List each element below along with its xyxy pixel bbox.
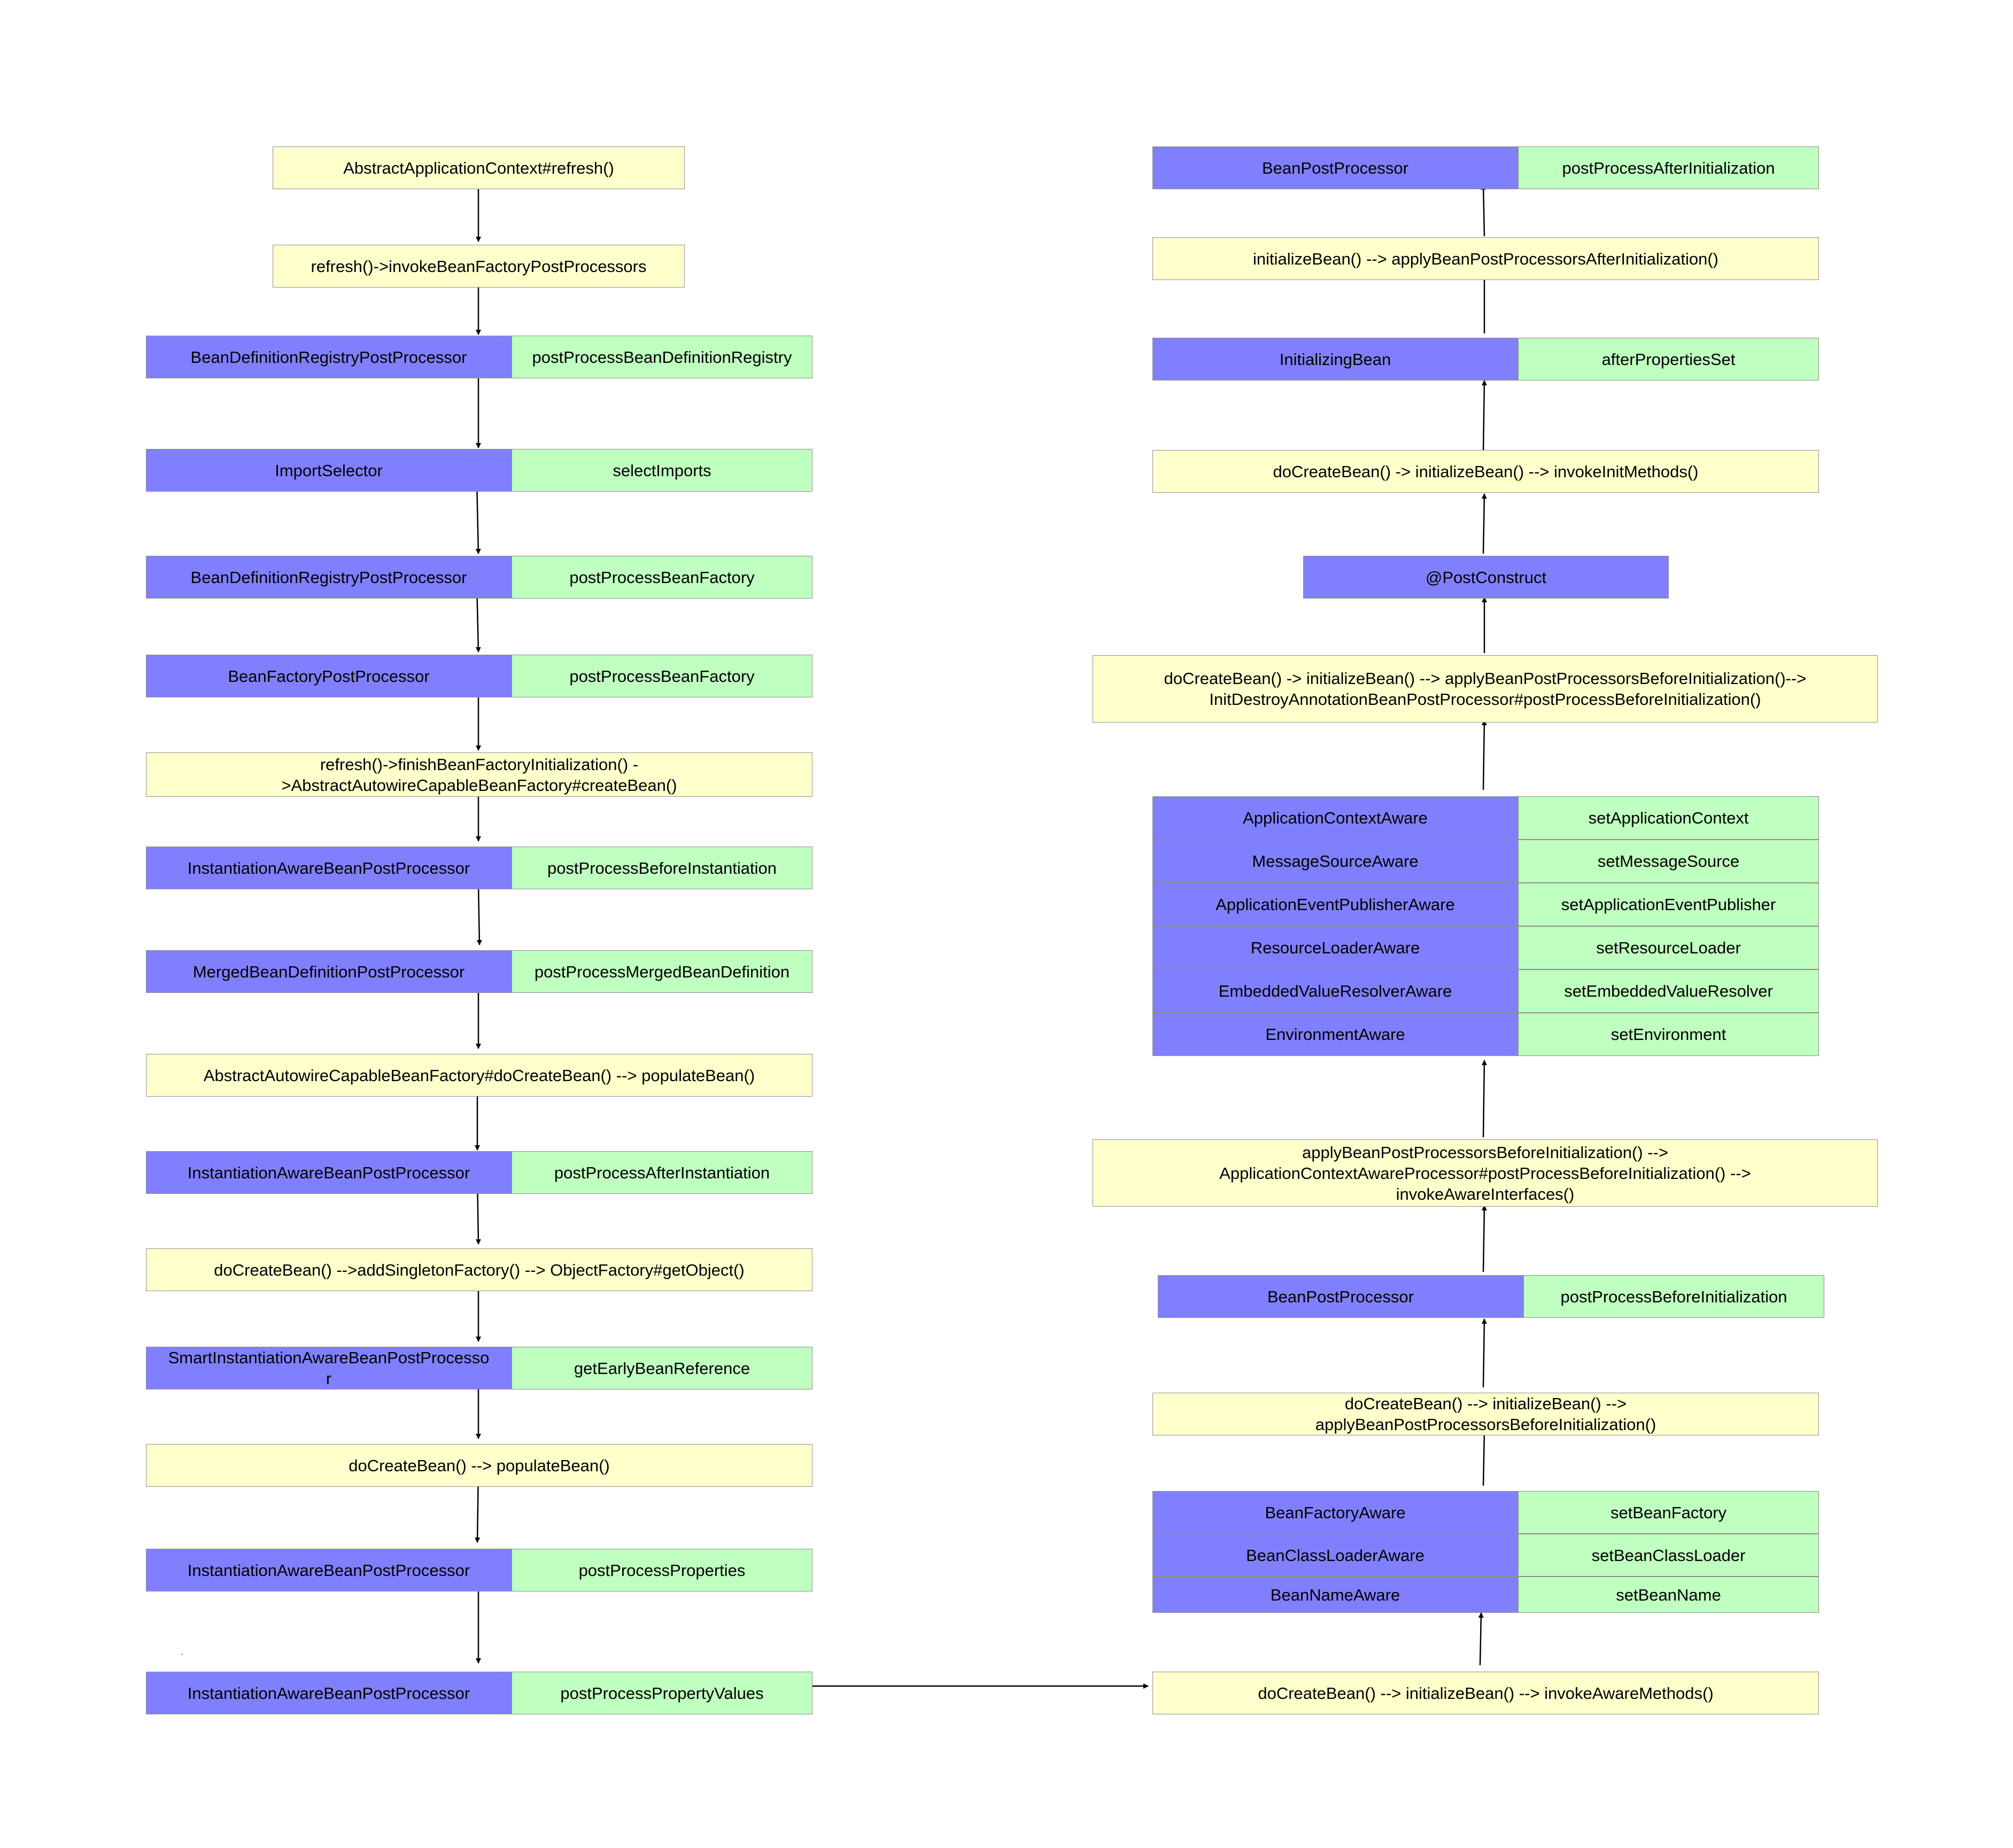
node-add-singleton-factory: doCreateBean() -->addSingletonFactory() …: [146, 1248, 812, 1291]
node-refresh-invoke-bean-factory-post-processors: refresh()->invokeBeanFactoryPostProcesso…: [273, 245, 685, 288]
node-select-imports-method: selectImports: [512, 449, 812, 492]
node-invoke-aware-methods: doCreateBean() --> initializeBean() --> …: [1152, 1672, 1819, 1714]
node-set-application-event-publisher-method: setApplicationEventPublisher: [1518, 883, 1819, 926]
node-after-properties-set-method: afterPropertiesSet: [1518, 338, 1819, 381]
node-initializing-bean-interface: InitializingBean: [1152, 338, 1518, 381]
node-bean-name-aware-interface: BeanNameAware: [1152, 1577, 1518, 1613]
node-merged-bean-definition-post-processor-interface: MergedBeanDefinitionPostProcessor: [146, 950, 512, 993]
node-post-process-bean-definition-registry-method: postProcessBeanDefinitionRegistry: [512, 336, 812, 378]
node-set-bean-class-loader-method: setBeanClassLoader: [1518, 1534, 1819, 1577]
edge-aware1-r2: [1481, 1430, 1487, 1486]
node-set-resource-loader-method: setResourceLoader: [1518, 926, 1819, 969]
node-apply-bpp-after-initialization: initializeBean() --> applyBeanPostProces…: [1152, 237, 1819, 280]
node-post-process-after-initialization-method: postProcessAfterInitialization: [1518, 146, 1819, 189]
node-set-application-context-method: setApplicationContext: [1518, 796, 1819, 840]
node-post-process-before-instantiation-method: postProcessBeforeInstantiation: [512, 847, 812, 889]
node-bean-factory-aware-interface: BeanFactoryAware: [1152, 1491, 1518, 1534]
node-bean-factory-post-processor-interface: BeanFactoryPostProcessor: [146, 655, 512, 697]
node-application-event-publisher-aware-interface: ApplicationEventPublisherAware: [1152, 883, 1518, 926]
node-set-bean-factory-method: setBeanFactory: [1518, 1491, 1819, 1534]
node-post-construct: @PostConstruct: [1303, 556, 1669, 599]
node-application-context-aware-processor: applyBeanPostProcessorsBeforeInitializat…: [1093, 1139, 1878, 1207]
edge-r9-r10: [1481, 184, 1486, 237]
edge-r7-r8: [1481, 380, 1487, 453]
node-post-process-merged-bean-definition-method: postProcessMergedBeanDefinition: [512, 950, 812, 993]
node-post-process-before-initialization-method: postProcessBeforeInitialization: [1523, 1275, 1824, 1318]
node-set-embedded-value-resolver-method: setEmbeddedValueResolver: [1518, 969, 1819, 1013]
node-message-source-aware-interface: MessageSourceAware: [1152, 840, 1518, 883]
node-resource-loader-aware-interface: ResourceLoaderAware: [1152, 926, 1518, 969]
edge-r1-aware1: [1478, 1612, 1484, 1666]
node-bean-definition-registry-post-processor-interface: BeanDefinitionRegistryPostProcessor: [146, 336, 512, 378]
node-instantiation-aware-bpp-properties-interface: InstantiationAwareBeanPostProcessor: [146, 1549, 512, 1591]
edge-r2-r3: [1481, 1318, 1487, 1388]
node-instantiation-aware-bpp-property-values-interface: InstantiationAwareBeanPostProcessor: [146, 1672, 512, 1714]
node-finish-bean-factory-initialization: refresh()->finishBeanFactoryInitializati…: [146, 752, 812, 797]
edge-r4-aware2: [1481, 1060, 1487, 1138]
node-bean-post-processor-before-interface: BeanPostProcessor: [1158, 1275, 1523, 1318]
node-set-bean-name-method: setBeanName: [1518, 1577, 1819, 1613]
node-set-message-source-method: setMessageSource: [1518, 840, 1819, 883]
node-environment-aware-interface: EnvironmentAware: [1152, 1013, 1518, 1056]
node-application-context-aware-interface: ApplicationContextAware: [1152, 796, 1518, 840]
node-post-process-after-instantiation-method: postProcessAfterInstantiation: [512, 1151, 812, 1194]
edge-n4-n5: [475, 480, 481, 554]
node-post-process-bean-factory-method: postProcessBeanFactory: [512, 556, 812, 599]
node-set-environment-method: setEnvironment: [1518, 1013, 1819, 1056]
node-init-destroy-annotation-bpp: doCreateBean() -> initializeBean() --> a…: [1093, 655, 1878, 723]
node-invoke-init-methods: doCreateBean() -> initializeBean() --> i…: [1152, 450, 1819, 493]
node-post-process-bean-factory-2-method: postProcessBeanFactory: [512, 655, 812, 697]
node-do-create-bean-populate-bean-2: doCreateBean() --> populateBean(): [146, 1444, 812, 1487]
node-instantiation-aware-bpp-after-interface: InstantiationAwareBeanPostProcessor: [146, 1151, 512, 1194]
node-embedded-value-resolver-aware-interface: EmbeddedValueResolverAware: [1152, 969, 1518, 1013]
node-bean-definition-registry-post-processor-2-interface: BeanDefinitionRegistryPostProcessor: [146, 556, 512, 599]
node-post-process-property-values-method: postProcessPropertyValues: [512, 1672, 812, 1714]
edge-n8-n9: [476, 883, 482, 945]
edge-aware2-r5: [1481, 720, 1487, 790]
edge-r3-r4: [1481, 1205, 1487, 1272]
node-import-selector-interface: ImportSelector: [146, 449, 512, 492]
node-do-create-bean-populate-bean: AbstractAutowireCapableBeanFactory#doCre…: [146, 1054, 812, 1097]
stray-dot-mark: .: [181, 1647, 184, 1657]
node-apply-bpp-before-initialization: doCreateBean() --> initializeBean() --> …: [1152, 1393, 1819, 1435]
node-bean-post-processor-after-interface: BeanPostProcessor: [1152, 146, 1518, 189]
node-abstract-application-context-refresh: AbstractApplicationContext#refresh(): [273, 146, 685, 189]
node-post-process-properties-method: postProcessProperties: [512, 1549, 812, 1591]
node-bean-class-loader-aware-interface: BeanClassLoaderAware: [1152, 1534, 1518, 1577]
node-smart-instantiation-aware-bpp-interface: SmartInstantiationAwareBeanPostProcesso …: [146, 1347, 512, 1389]
edge-r6-r7: [1481, 493, 1487, 554]
node-instantiation-aware-bpp-before-interface: InstantiationAwareBeanPostProcessor: [146, 847, 512, 889]
node-get-early-bean-reference-method: getEarlyBeanReference: [512, 1347, 812, 1389]
